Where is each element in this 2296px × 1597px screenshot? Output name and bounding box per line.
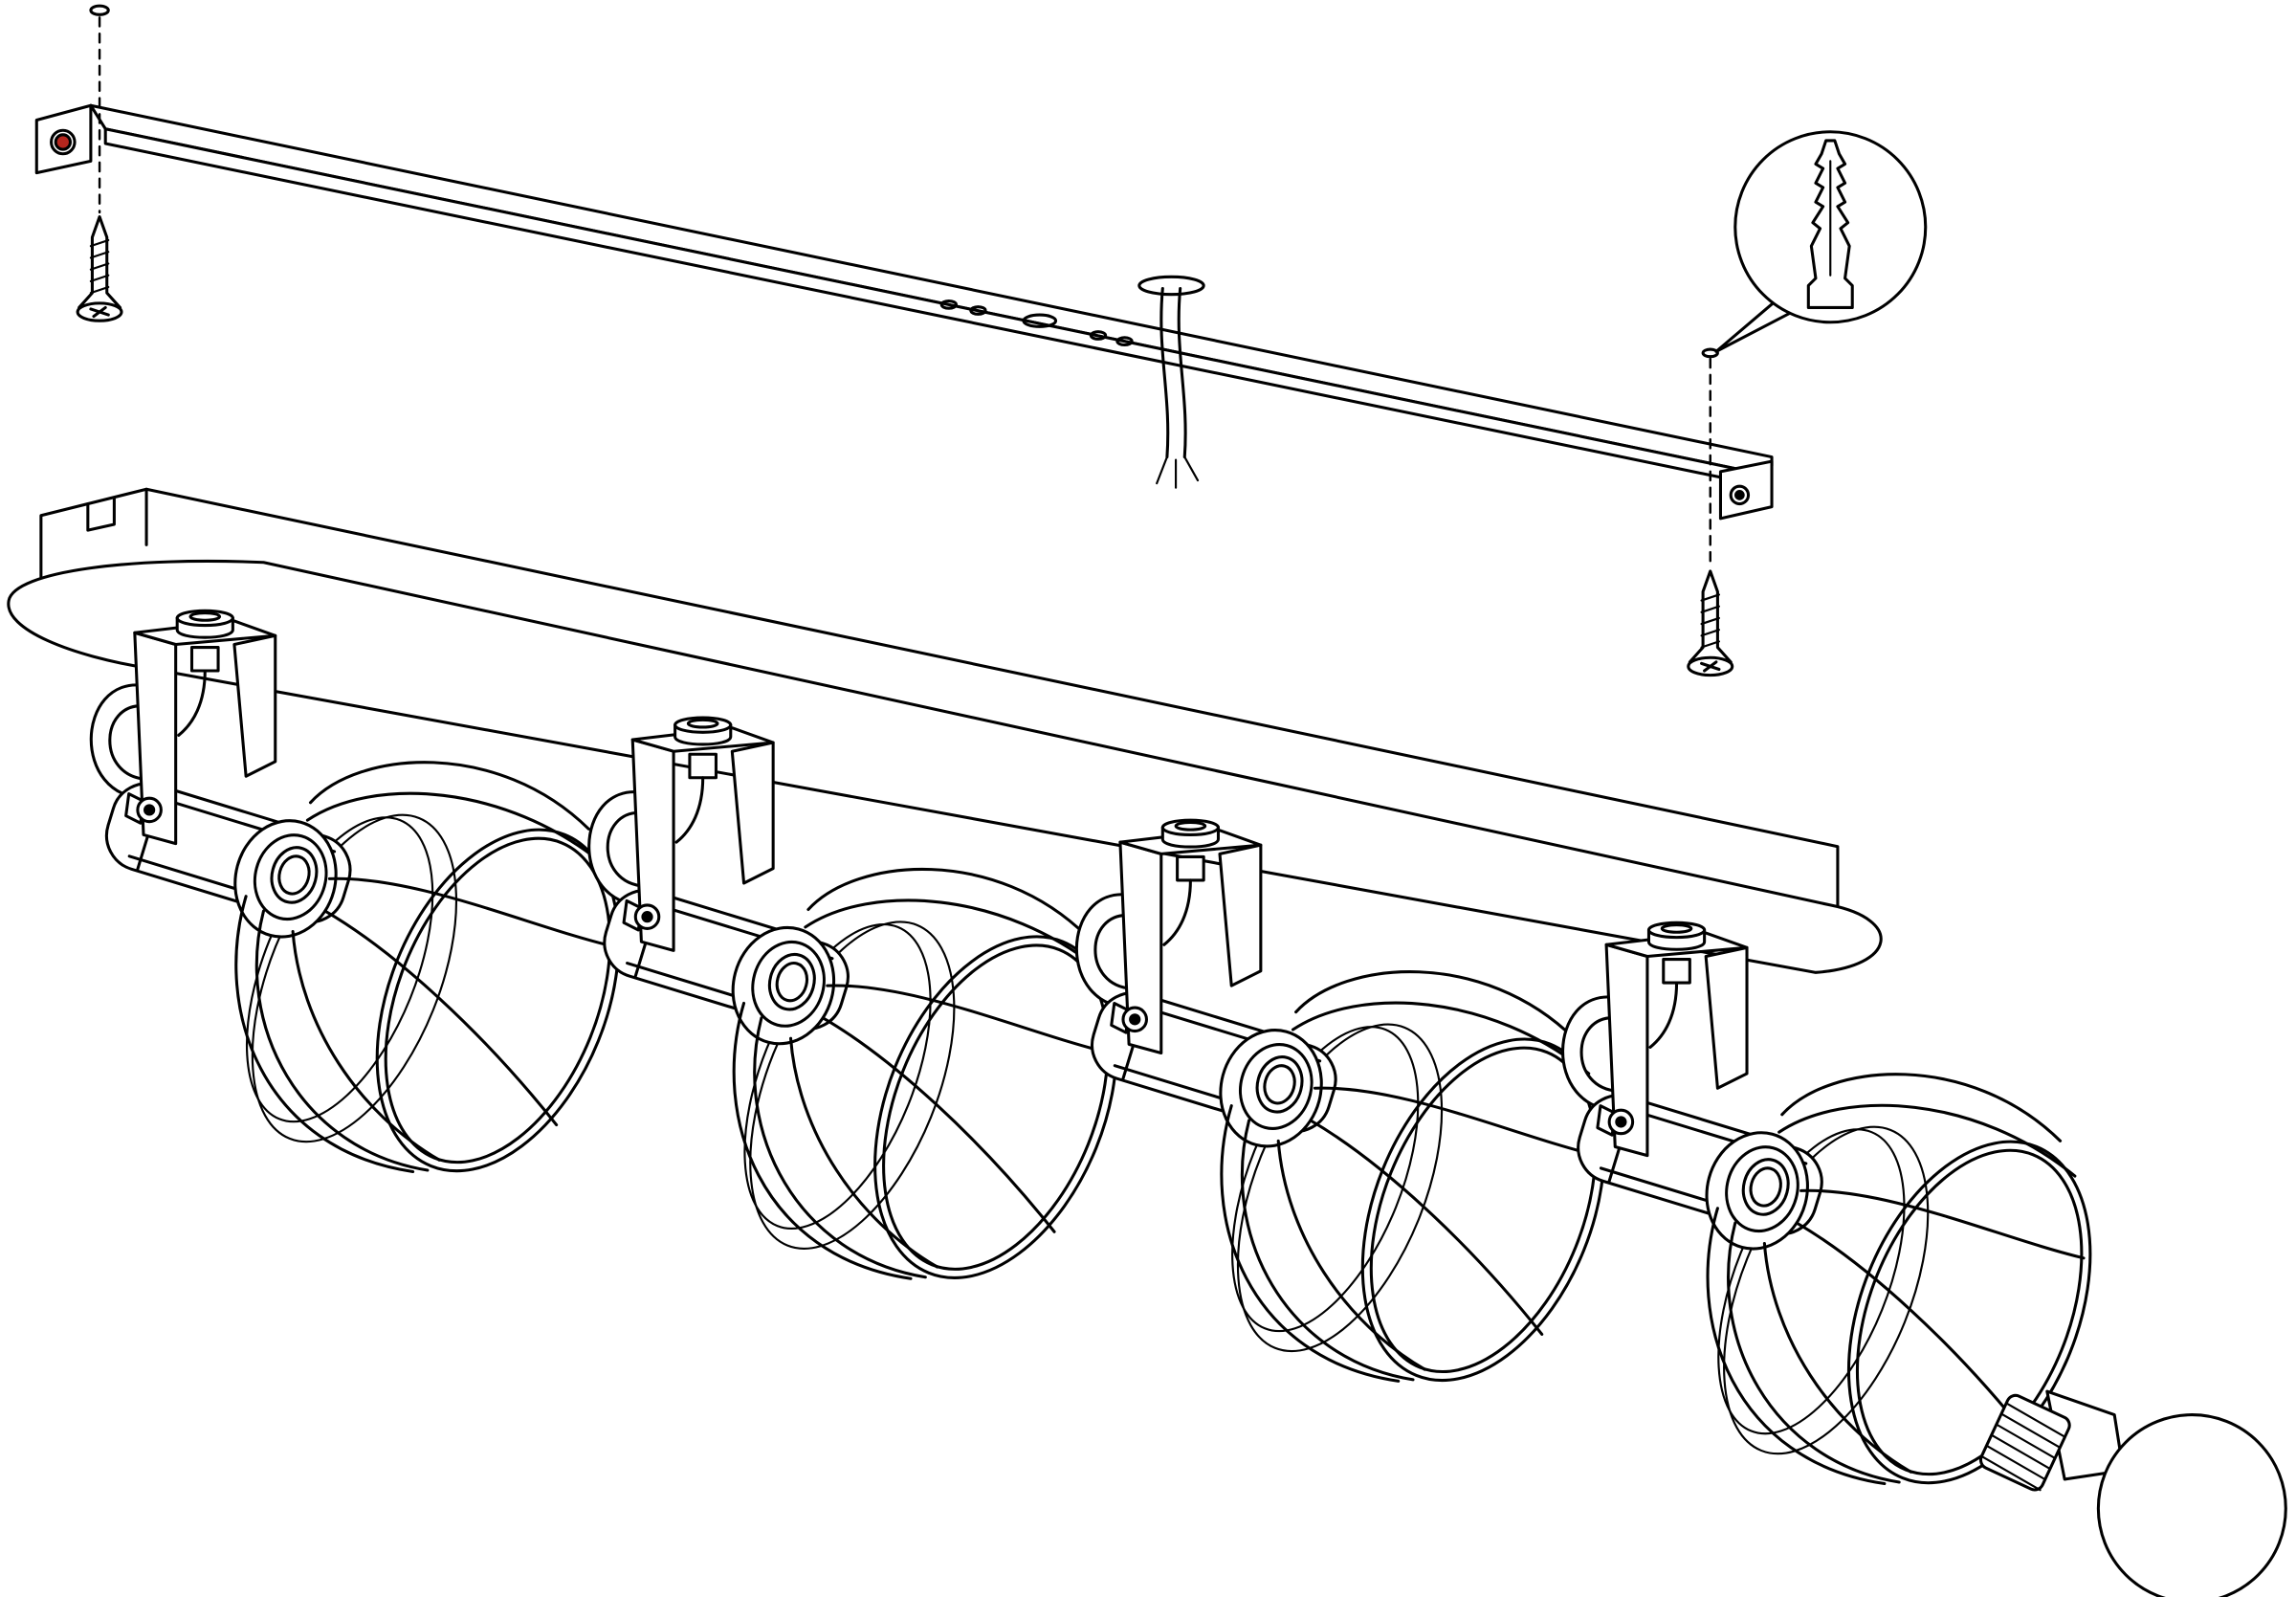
bracket-arm-right [730, 741, 775, 885]
spotlight-2 [587, 716, 1118, 1280]
wire-cage [234, 761, 621, 1174]
screw-icon [76, 215, 123, 322]
base-plate [7, 487, 1883, 974]
ceiling-cap [175, 609, 234, 639]
screw-hole-left-marker [54, 133, 72, 151]
screw-icon [1687, 569, 1734, 677]
spotlight-1 [89, 609, 621, 1174]
ceiling-cap [1646, 920, 1707, 951]
cable-stem [1162, 878, 1192, 946]
cage-rear-wires [1717, 1125, 1930, 1455]
light-bulb-icon [1978, 1389, 2287, 1597]
spotlight-3 [1074, 818, 1606, 1383]
spotlight-4 [1561, 920, 2092, 1486]
bracket-arm-right [1704, 945, 1749, 1090]
cage-front-ring [1360, 1037, 1606, 1383]
detail-pointer [1714, 299, 1791, 353]
mains-cable [1137, 275, 1205, 489]
tilt-screw [1596, 1104, 1635, 1137]
wire-cage [1220, 970, 1606, 1383]
bracket-center-holes [939, 299, 1134, 346]
ceiling-cap [673, 716, 733, 746]
cage-rear-wires [245, 813, 458, 1143]
bracket-nut [1662, 958, 1691, 985]
bracket-arm-right [232, 633, 277, 778]
cage-rear-wires [743, 920, 956, 1250]
base-plate-body [7, 559, 1883, 974]
screw-hole-right-center [1734, 489, 1745, 500]
cage-front-ring [1846, 1140, 2092, 1485]
washer-icon [1701, 347, 1719, 359]
bracket-bar-top [89, 103, 1774, 474]
cage-front-ring [873, 935, 1118, 1279]
mounting-bracket [34, 103, 1774, 521]
bracket-arm-right [1218, 843, 1263, 987]
washer-icon [89, 4, 110, 16]
rim-notch [86, 496, 116, 532]
ceiling-cap [1160, 818, 1220, 849]
cable-stem [674, 776, 705, 844]
wire-cage [732, 867, 1118, 1280]
lamp-socket [233, 819, 338, 939]
bracket-bar-front [103, 127, 1752, 485]
bracket-nut [688, 752, 718, 780]
bracket-nut [1176, 854, 1205, 882]
lamp-socket [1219, 1029, 1323, 1148]
cable-stem [1648, 981, 1679, 1049]
cage-rear-wires [1231, 1023, 1444, 1353]
cable-stem [177, 669, 207, 737]
wall-plug-detail [1714, 130, 1928, 353]
lamp-socket [731, 925, 836, 1046]
lamp-socket [1705, 1131, 1809, 1251]
bracket-nut [189, 646, 220, 673]
tilt-screw [622, 898, 661, 932]
base-plate-rim [39, 487, 1840, 913]
wire-cage [1706, 1073, 2092, 1486]
spotlights [89, 609, 2092, 1486]
tilt-screw [124, 792, 163, 825]
tilt-screw [1110, 1001, 1148, 1034]
cage-front-ring [375, 828, 621, 1173]
